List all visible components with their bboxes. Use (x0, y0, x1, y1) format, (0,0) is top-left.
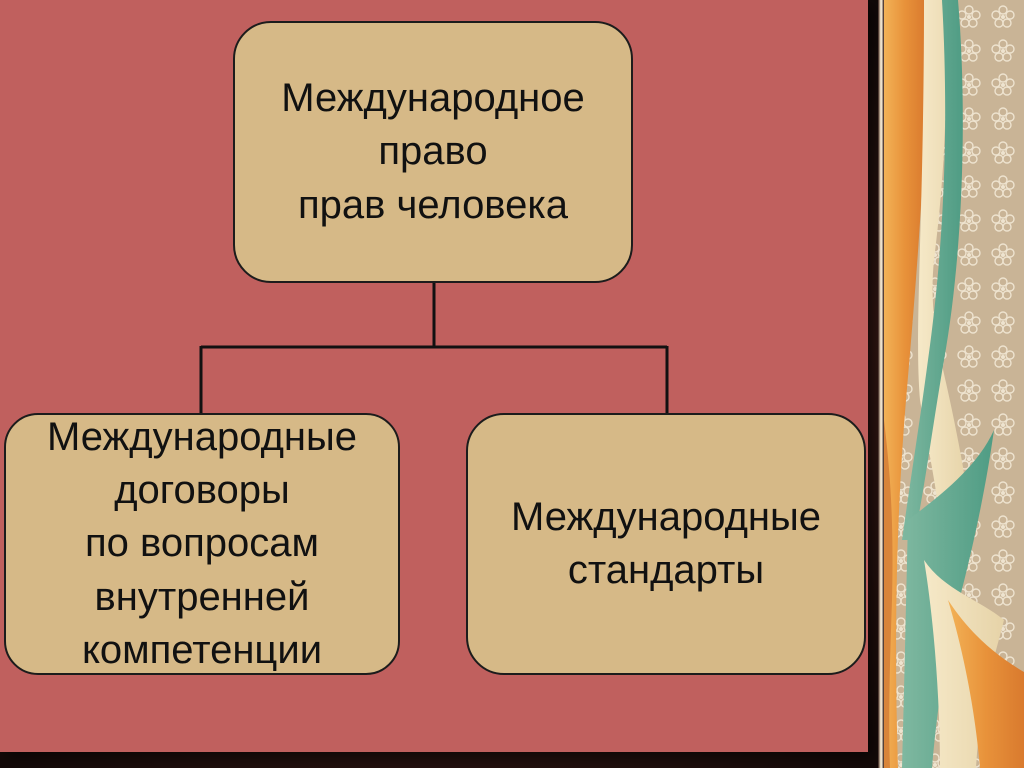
root-node-line: право (378, 129, 488, 174)
child-node-line: Международные (510, 494, 822, 539)
child-node-treaties-box: Международные договоры по вопросам внутр… (4, 413, 400, 675)
child-node-standards-box: Международные стандарты (466, 413, 866, 675)
decorative-ribbon-art (884, 0, 1024, 768)
root-node-text: Международное право прав человека (281, 72, 585, 232)
decorative-border-strip (884, 0, 1024, 768)
child-node-line: компетенции (81, 627, 323, 672)
child-node-line: внутренней (94, 574, 310, 619)
child-node-line: по вопросам (85, 521, 319, 566)
child-node-line: Международные (46, 415, 358, 460)
root-node-box: Международное право прав человека (233, 21, 633, 283)
child-node-line: договоры (114, 468, 290, 513)
frame-divider (878, 0, 884, 768)
root-node-line: прав человека (298, 182, 568, 227)
slide-panel: Международное право прав человека Междун… (0, 0, 868, 752)
root-node-line: Международное (281, 76, 585, 121)
child-node-standards-text: Международные стандарты (511, 491, 821, 597)
child-node-line: стандарты (567, 548, 765, 592)
child-node-treaties-text: Международные договоры по вопросам внутр… (47, 411, 357, 677)
